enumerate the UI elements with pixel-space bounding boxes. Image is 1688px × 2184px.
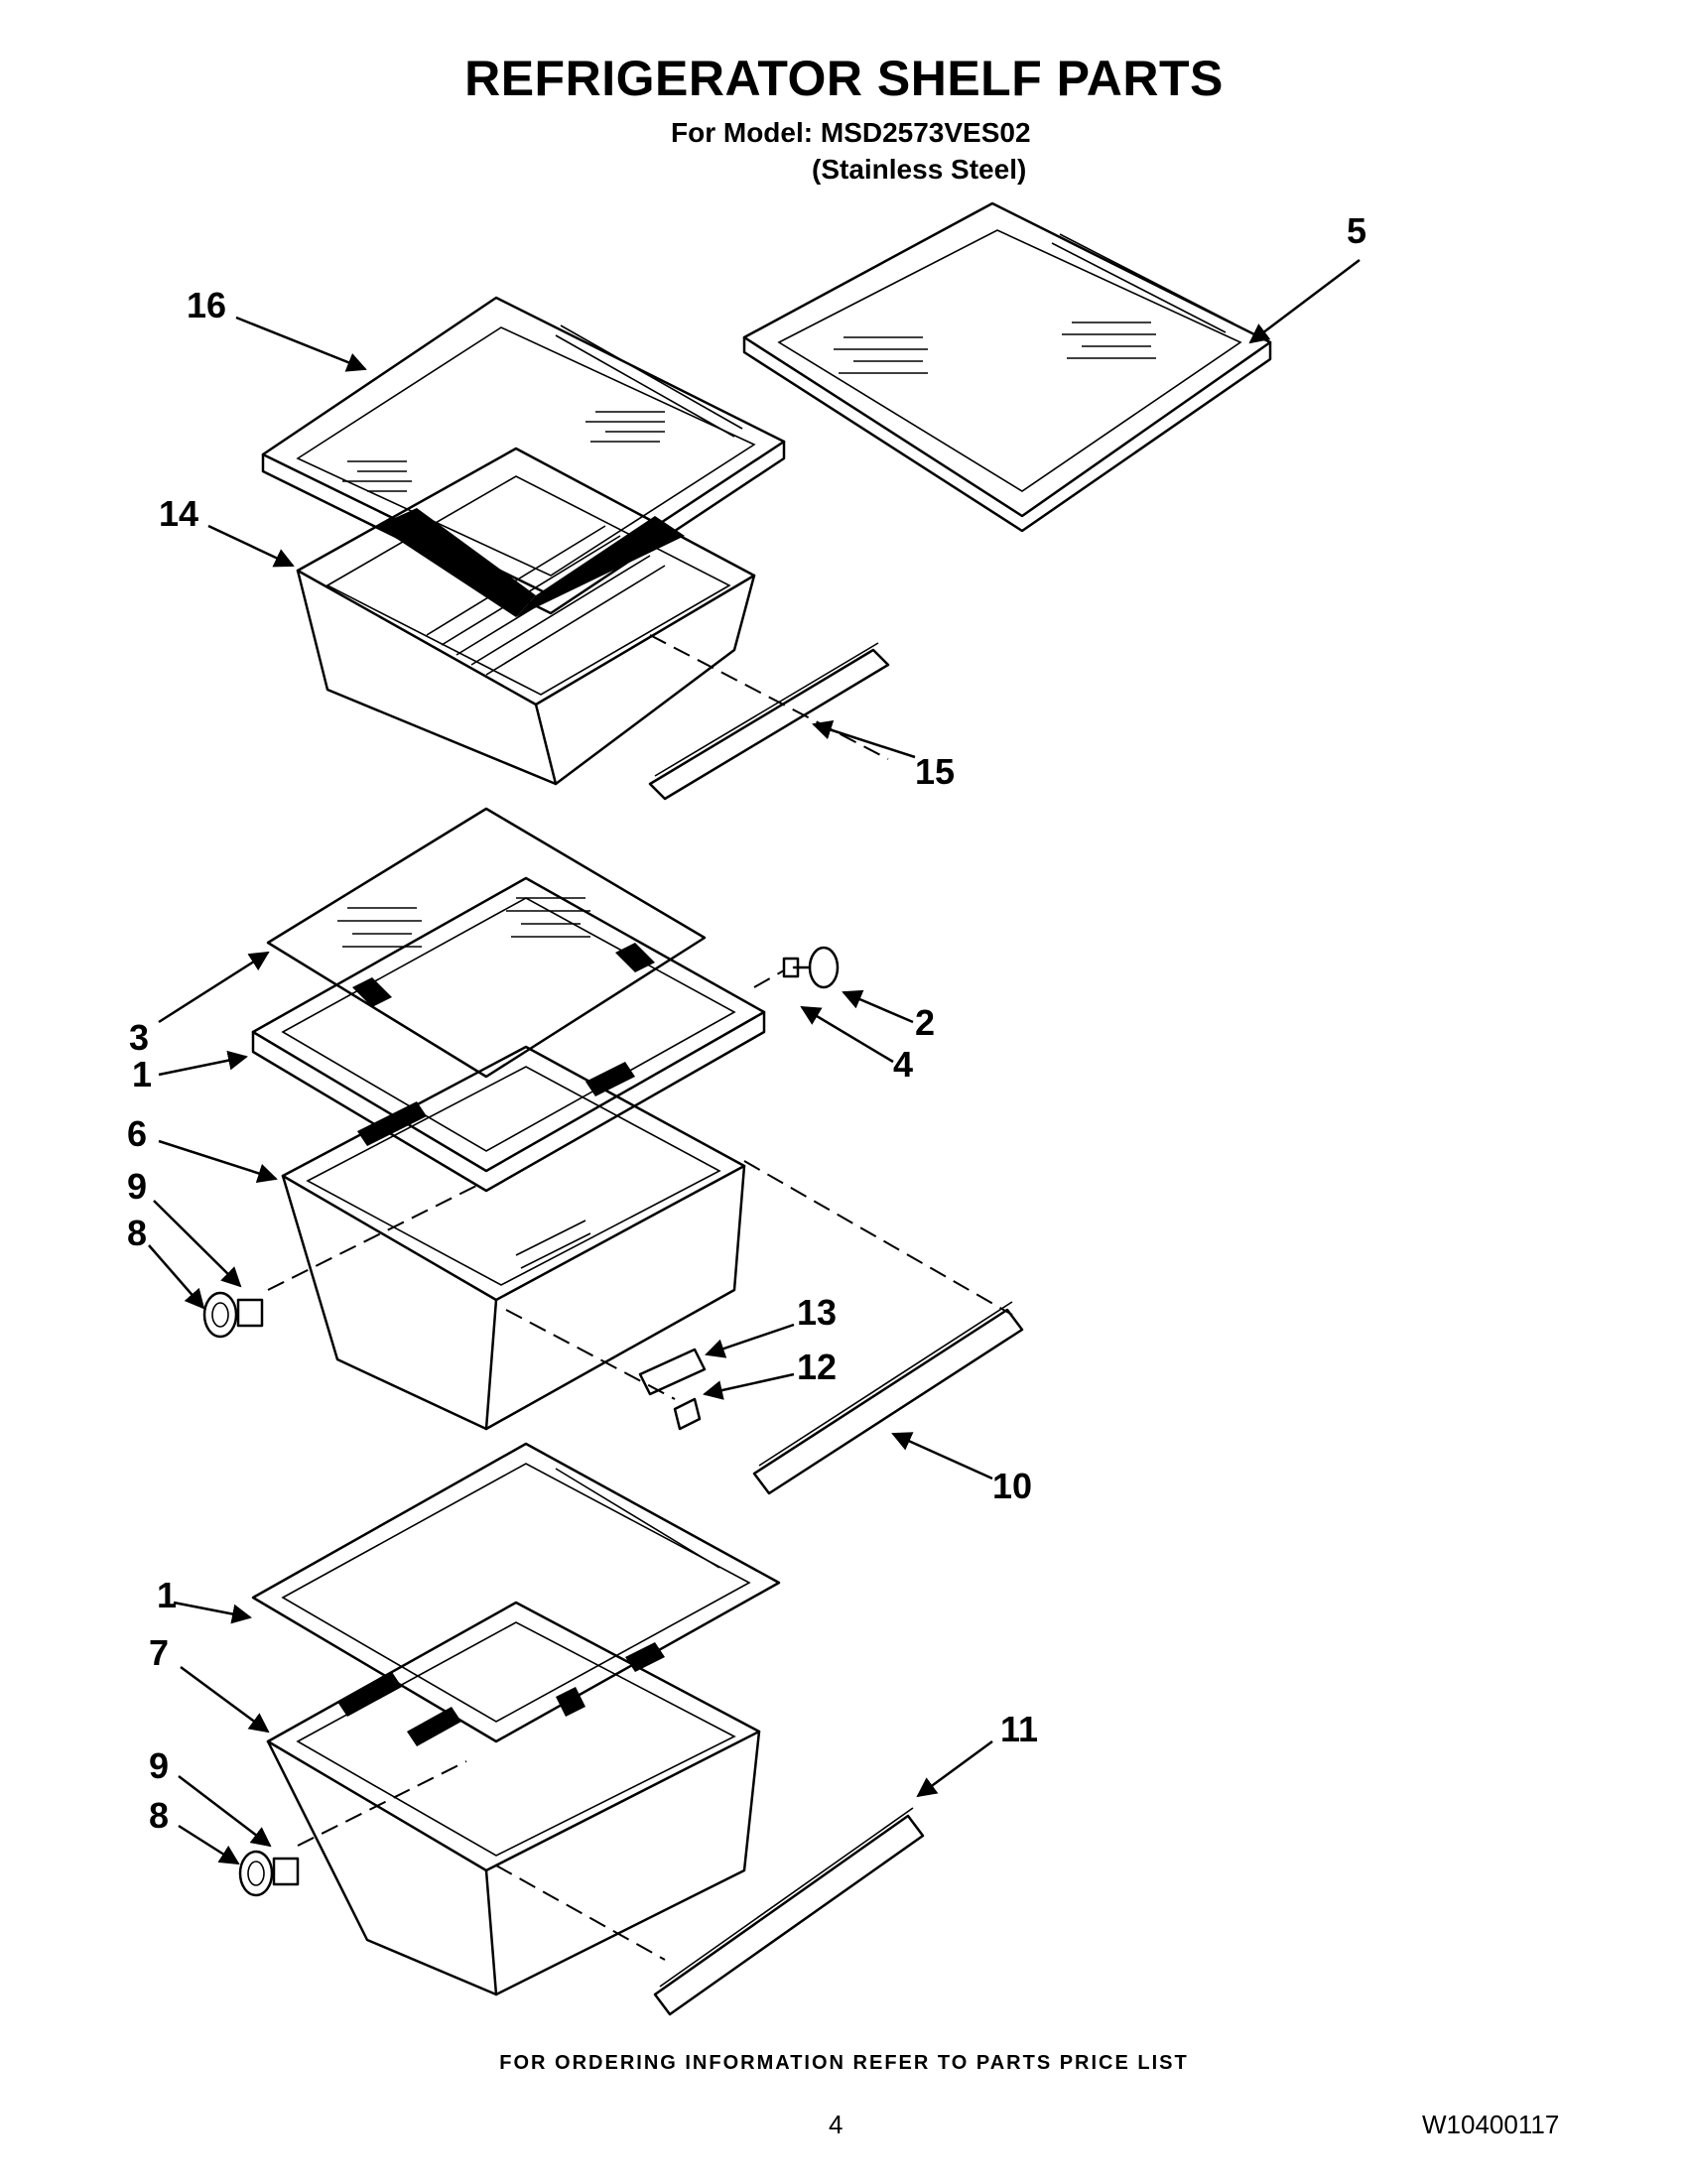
part-6-drawer: [267, 1045, 1013, 1431]
part-15-trim: [648, 642, 890, 801]
part-2-4-knob: [753, 946, 840, 989]
part-1-frame-upper: [251, 876, 766, 1193]
ordering-note: FOR ORDERING INFORMATION REFER TO PARTS …: [499, 2052, 1189, 2074]
page-number: 4: [829, 2110, 844, 2139]
callout-1-lower: 1: [157, 1575, 178, 1615]
callout-9-lower: 9: [149, 1745, 170, 1786]
callout-1-upper: 1: [132, 1054, 153, 1094]
part-10-trim: [752, 1301, 1024, 1495]
document-number: W10400117: [1422, 2110, 1560, 2139]
callout-11: 11: [1000, 1709, 1039, 1749]
model-subtitle: For Model: MSD2573VES02: [671, 117, 1031, 148]
callout-7: 7: [149, 1632, 170, 1673]
part-11-trim: [653, 1807, 925, 2016]
callout-9-upper: 9: [127, 1166, 148, 1207]
callout-12: 12: [797, 1347, 838, 1387]
part-8-9-wheel-upper: [202, 1291, 264, 1339]
callout-5: 5: [1347, 210, 1367, 251]
callout-15: 15: [915, 751, 956, 792]
leader-lines: [148, 259, 1361, 1865]
callout-8-lower: 8: [149, 1795, 170, 1836]
callout-8-upper: 8: [127, 1213, 148, 1253]
callout-16: 16: [187, 285, 227, 325]
part-16-shelf: [261, 296, 786, 615]
part-14-drawer: [296, 447, 889, 786]
page-title: REFRIGERATOR SHELF PARTS: [464, 51, 1224, 106]
callout-13: 13: [797, 1292, 838, 1333]
part-12-13-clips: [638, 1348, 707, 1431]
part-7-drawer: [266, 1601, 761, 1996]
callout-2: 2: [915, 1002, 936, 1043]
part-1-frame-lower: [251, 1442, 781, 1743]
callout-4: 4: [893, 1044, 914, 1085]
finish-subtitle: (Stainless Steel): [812, 154, 1027, 185]
part-8-9-wheel-lower: [238, 1850, 300, 1897]
callout-6: 6: [127, 1113, 148, 1154]
callout-3: 3: [129, 1017, 150, 1058]
part-5-shelf: [742, 201, 1272, 533]
callout-10: 10: [992, 1466, 1033, 1506]
callout-14: 14: [159, 493, 199, 534]
